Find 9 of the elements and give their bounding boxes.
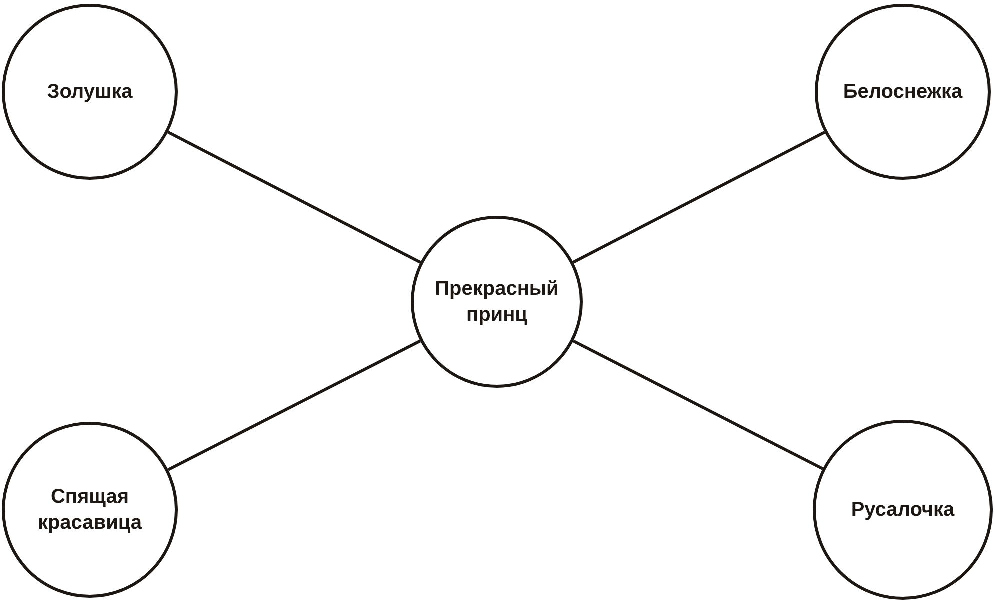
connector-line: [168, 131, 422, 264]
node-label: Спящая красавица: [36, 485, 144, 536]
node-label: Белоснежка: [843, 80, 963, 105]
node-label: Прекрасный принц: [434, 277, 560, 328]
connector-line: [572, 340, 824, 470]
connector-line: [168, 340, 422, 472]
connector-line: [572, 131, 826, 264]
node-label: Русалочка: [851, 498, 955, 523]
node-label: Золушка: [47, 80, 133, 105]
